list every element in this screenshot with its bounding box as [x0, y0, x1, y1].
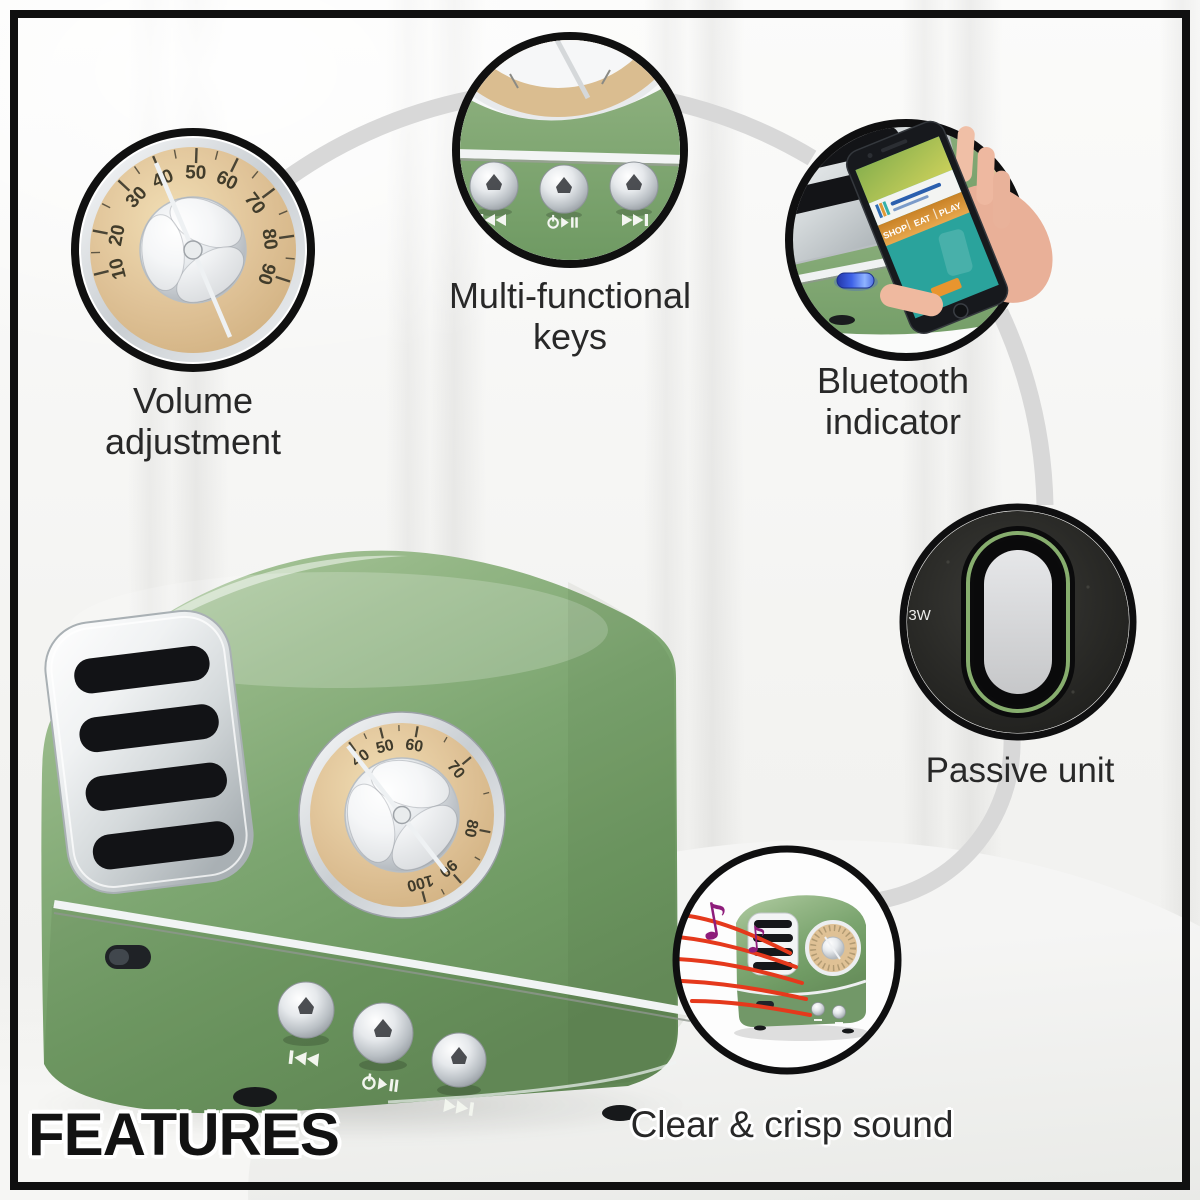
- hand-with-phone: SHOP EAT PLAY: [845, 120, 1053, 334]
- label-line: adjustment: [104, 420, 282, 462]
- speaker-grille: [44, 609, 254, 894]
- mini-button: [811, 1002, 825, 1016]
- speaker-foot: [829, 315, 855, 325]
- bluetooth-led-indicator: [836, 272, 875, 289]
- features-title: FEATURES: [28, 1101, 340, 1168]
- bluetooth-closeup: SHOP EAT PLAY: [785, 119, 1053, 361]
- radiator-diaphragm: [984, 550, 1052, 694]
- dial-knob: [344, 744, 460, 874]
- radiator-green-ring: [966, 531, 1070, 713]
- label-line: Multi-functional: [448, 275, 692, 316]
- label-passive-unit: Passive unit: [925, 751, 1115, 790]
- callout-ring: [672, 845, 902, 1075]
- label-clear-crisp-sound: Clear & crisp sound: [630, 1104, 954, 1145]
- dial-number: 60: [404, 736, 425, 756]
- dial-needle: [539, 40, 591, 100]
- callout-sound: ♪ ♪: [672, 845, 902, 1075]
- screen-photo-banner: [855, 136, 953, 204]
- label-line: indicator: [824, 400, 962, 442]
- dial-number: 50: [185, 162, 207, 184]
- label-multifunctional-keys: Multi-functional keys: [405, 275, 735, 357]
- home-button: [953, 303, 969, 319]
- grille-slot: [74, 645, 210, 694]
- mini-speaker: [734, 895, 870, 1041]
- label-line: Volume: [132, 380, 254, 421]
- callout-passive-unit: t:3W: [898, 502, 1138, 742]
- dial-number: 50: [374, 737, 395, 758]
- thumb: [880, 284, 943, 317]
- dial-knob: [139, 162, 247, 338]
- label-volume-adjustment: Volume adjustment: [13, 380, 373, 462]
- keys-closeup: [460, 40, 680, 260]
- label-bluetooth-indicator: Bluetooth indicator: [728, 360, 1058, 442]
- callout-ring: [899, 503, 1137, 741]
- speaker-top-gloss: [78, 555, 408, 692]
- music-note-icon: ♪: [743, 919, 769, 962]
- finger: [993, 170, 1011, 229]
- grille-slot: [85, 762, 227, 811]
- connector-arc: [992, 308, 1054, 506]
- buttons-row: [469, 161, 659, 229]
- callout-bluetooth: SHOP EAT PLAY: [736, 70, 1076, 410]
- label-line: Bluetooth: [816, 360, 970, 401]
- phone-screen: SHOP EAT PLAY: [855, 136, 999, 319]
- dial-hub: [183, 240, 203, 260]
- mini-button: [832, 1005, 846, 1019]
- sound-wave-lines: [679, 913, 812, 1017]
- chrome-trim-shadow: [53, 912, 691, 1022]
- status-window-glass: [109, 949, 129, 965]
- dial-number: 20: [105, 223, 130, 248]
- dial-number: 80: [257, 227, 281, 251]
- label-line: keys: [532, 315, 608, 357]
- speaker-foot: [602, 1105, 638, 1121]
- speaker-buttons: [277, 981, 487, 1117]
- callout-keys: [452, 32, 688, 268]
- grille-slot: [79, 704, 219, 753]
- screen-menu-band: [877, 191, 970, 247]
- bottom-trim-line: [387, 1060, 677, 1104]
- finger: [976, 146, 995, 205]
- dial-hub: [392, 805, 412, 825]
- speaker-foot: [233, 1087, 277, 1107]
- grille-slot: [92, 821, 235, 870]
- dial-number: 10: [106, 256, 131, 282]
- passive-radiator-closeup: t:3W: [899, 503, 1137, 741]
- wattage-text: t:3W: [900, 607, 932, 624]
- dial-number: 100: [405, 871, 435, 894]
- dial-number: 80: [461, 818, 481, 839]
- next-track-icon: [443, 1098, 475, 1117]
- screen-button: [930, 278, 962, 299]
- connector-arc: [867, 737, 1021, 911]
- sound-closeup: ♪ ♪: [672, 845, 902, 1075]
- speaker-side-shade: [568, 582, 676, 1088]
- chrome-trim-line: [53, 900, 691, 1016]
